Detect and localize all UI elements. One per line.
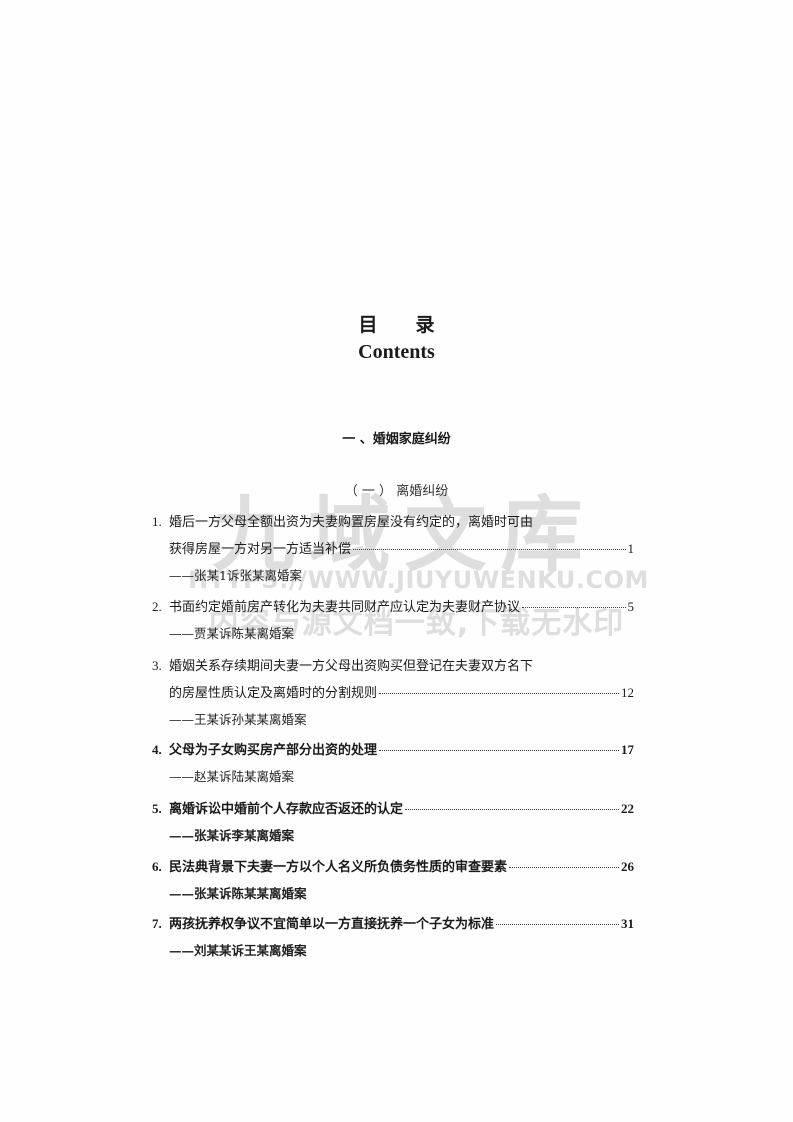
section-heading: （ 一 ） 离婚纠纷 — [344, 484, 449, 499]
entry-title-line: 两孩抚养权争议不宜简单以一方直接抚养一个子女为标准 — [169, 917, 495, 932]
watermark-title: 九域文库 — [212, 488, 597, 583]
entry-title-line: 书面约定婚前房产转化为夫妻共同财产应认定为夫妻财产协议 — [169, 600, 521, 615]
watermark-url: HTTPS://WWW.JIUYUWENKU.COM — [188, 566, 649, 594]
entry-number: 5. — [152, 801, 162, 816]
entry-case: ——张某1诉张某离婚案 — [169, 568, 302, 583]
entry-number: 3. — [152, 658, 162, 673]
entry-title-line: 离婚诉讼中婚前个人存款应否返还的认定 — [169, 802, 404, 817]
entry-page-number[interactable]: 1 — [627, 541, 635, 556]
entry-number: 4. — [152, 742, 162, 757]
leader-dots — [496, 914, 619, 925]
entry-number: 6. — [152, 859, 162, 874]
toc-entry[interactable]: 1. 婚后一方父母全额出资为夫妻购置房屋没有约定的，离婚时可由 获得房屋一方对另… — [152, 509, 634, 589]
entry-case: ——张某诉李某离婚案 — [169, 828, 295, 843]
part-heading: 一 、婚姻家庭纠纷 — [342, 432, 451, 447]
leader-dots — [509, 857, 619, 868]
toc-entry[interactable]: 5. 离婚诉讼中婚前个人存款应否返还的认定 22 ——张某诉李某离婚案 — [152, 796, 634, 849]
entry-case: ——刘某某诉王某离婚案 — [169, 943, 307, 958]
page-subtitle: Contents — [358, 341, 435, 363]
toc-entry[interactable]: 3. 婚姻关系存续期间夫妻一方父母出资购买但登记在夫妻双方名下 的房屋性质认定及… — [152, 653, 634, 733]
entry-page-number[interactable]: 22 — [621, 801, 634, 816]
entry-title-line: 民法典背景下夫妻一方以个人名义所负债务性质的审查要素 — [169, 860, 508, 875]
entry-case: ——贾某诉陈某离婚案 — [169, 626, 295, 641]
entry-number: 2. — [152, 599, 162, 614]
entry-page-number[interactable]: 26 — [621, 859, 634, 874]
entry-case: ——张某诉陈某某离婚案 — [169, 886, 307, 901]
toc-entry[interactable]: 7. 两孩抚养权争议不宜简单以一方直接抚养一个子女为标准 31 ——刘某某诉王某… — [152, 911, 634, 964]
entry-page-number[interactable]: 5 — [627, 599, 635, 614]
entry-page-number[interactable]: 17 — [621, 742, 634, 757]
entry-title-line: 父母为子女购买房产部分出资的处理 — [169, 743, 378, 758]
entry-title-line: 婚姻关系存续期间夫妻一方父母出资购买但登记在夫妻双方名下 — [169, 659, 534, 674]
leader-dots — [379, 740, 619, 751]
toc-entry[interactable]: 6. 民法典背景下夫妻一方以个人名义所负债务性质的审查要素 26 ——张某诉陈某… — [152, 854, 634, 907]
watermark-note: 内容与源文档一致,下载无水印 — [208, 606, 625, 641]
leader-dots — [353, 539, 626, 550]
entry-case: ——赵某诉陆某离婚案 — [169, 769, 295, 784]
leader-dots — [405, 799, 619, 810]
toc-entry[interactable]: 2. 书面约定婚前房产转化为夫妻共同财产应认定为夫妻财产协议 5 ——贾某诉陈某… — [152, 594, 634, 647]
leader-dots — [379, 683, 619, 694]
page-title: 目录 — [358, 314, 473, 336]
toc-entry[interactable]: 4. 父母为子女购买房产部分出资的处理 17 ——赵某诉陆某离婚案 — [152, 737, 634, 790]
entry-case: ——王某诉孙某某离婚案 — [169, 712, 307, 727]
entry-title-line: 的房屋性质认定及离婚时的分割规则 — [169, 686, 378, 701]
entry-number: 1. — [152, 514, 162, 529]
entry-title-line: 获得房屋一方对另一方适当补偿 — [169, 542, 352, 557]
entry-page-number[interactable]: 12 — [621, 685, 634, 700]
entry-page-number[interactable]: 31 — [621, 916, 634, 931]
leader-dots — [522, 597, 626, 608]
entry-number: 7. — [152, 916, 162, 931]
entry-title-line: 婚后一方父母全额出资为夫妻购置房屋没有约定的，离婚时可由 — [169, 515, 534, 530]
